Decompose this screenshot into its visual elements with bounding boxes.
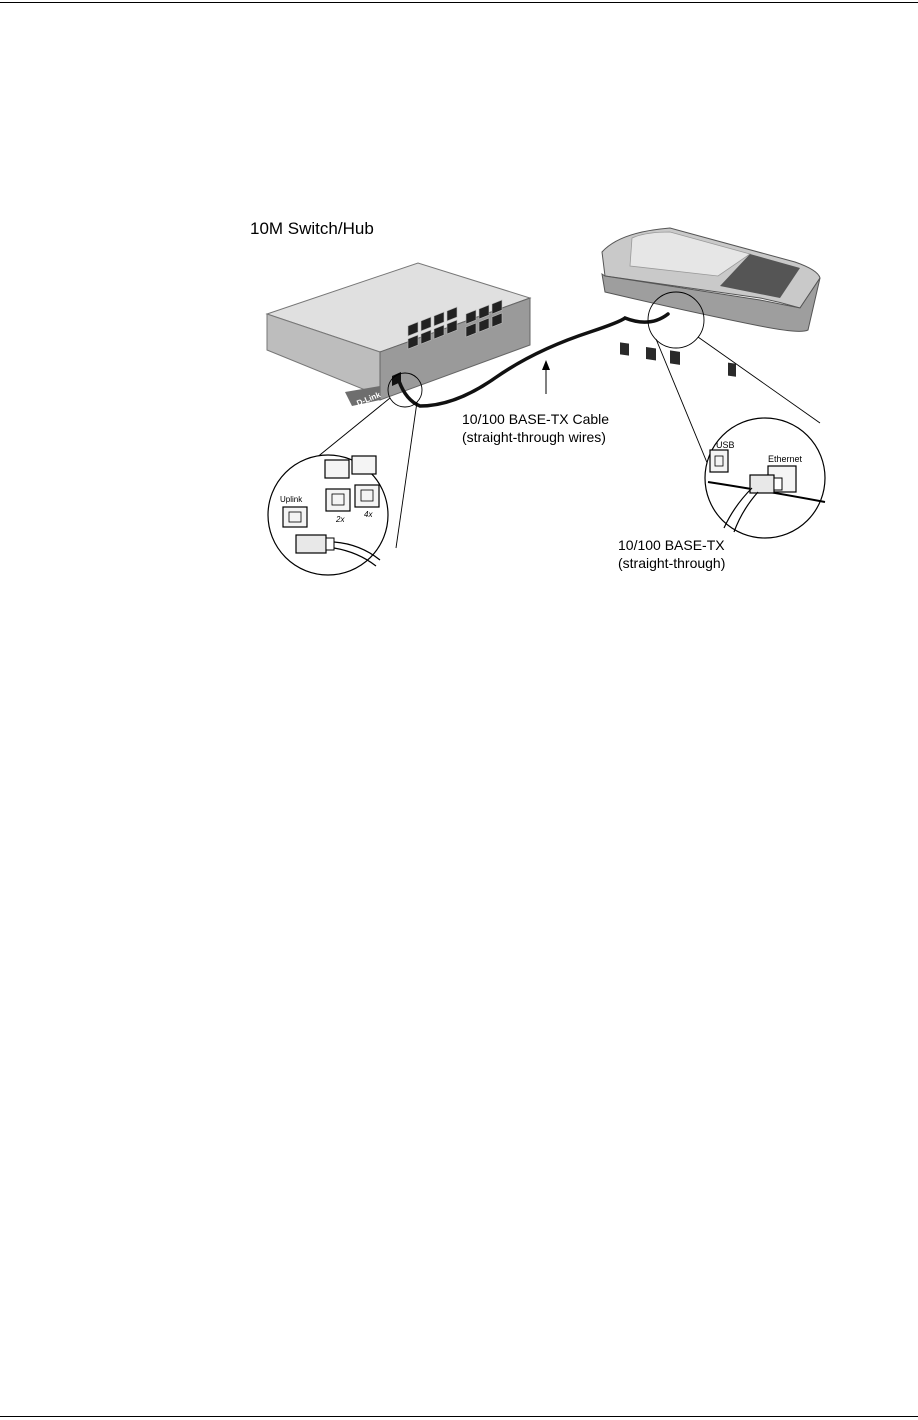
device-port-label-line2: (straight-through) [618, 555, 725, 571]
port-label-2x: 2x [335, 515, 345, 524]
network-connection-diagram: 10M Switch/Hub [250, 219, 826, 576]
print-server-illustration [601, 227, 821, 377]
device-port-highlight-circle [647, 291, 705, 349]
usb-port-label: USB [716, 440, 735, 450]
switch-hub-illustration: D-Link [265, 262, 532, 408]
port-label-4x: 4x [364, 510, 373, 519]
footer-rule [0, 1416, 918, 1417]
ethernet-port-label: Ethernet [768, 454, 803, 464]
device-port-zoom: USB Ethernet [704, 417, 826, 539]
switch-port-highlight-circle [387, 372, 423, 408]
cable-label-line2: (straight-through wires) [462, 429, 606, 445]
ethernet-cable [396, 312, 670, 408]
switch-hub-label: 10M Switch/Hub [250, 219, 374, 238]
switch-port-zoom: Uplink 2x 4x [267, 454, 389, 576]
header-rule [0, 2, 918, 3]
uplink-port-label: Uplink [280, 495, 303, 504]
cable-label-line1: 10/100 BASE-TX Cable [462, 411, 609, 427]
device-port-label-line1: 10/100 BASE-TX [618, 537, 725, 553]
